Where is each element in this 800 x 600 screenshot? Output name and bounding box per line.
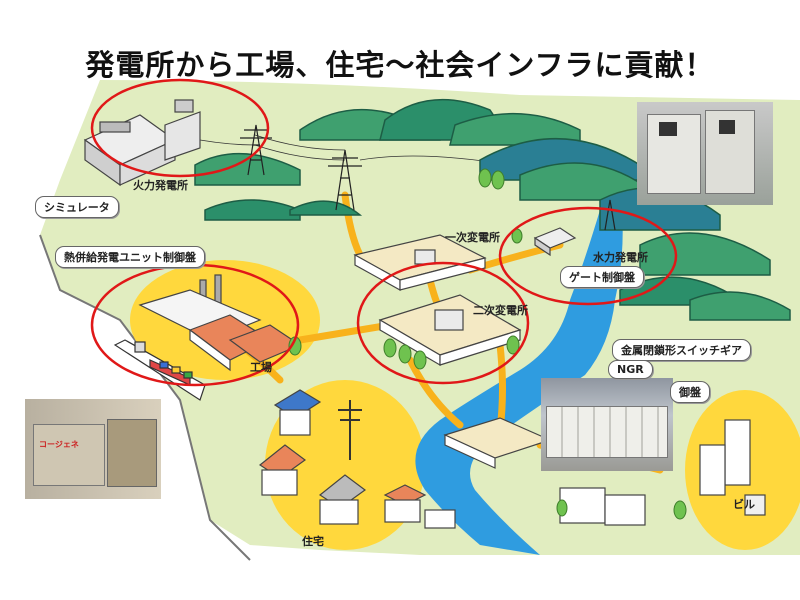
control-panel	[107, 419, 157, 487]
trees	[288, 168, 687, 520]
box-ngr: NGR	[608, 360, 653, 379]
switchgear-photo	[541, 378, 673, 471]
page-title: 発電所から工場、住宅〜社会インフラに貢献！	[85, 48, 715, 82]
buildings-illustration	[559, 419, 766, 526]
meter-icon-2	[719, 120, 735, 134]
label-factory: 工場	[250, 361, 272, 374]
label-thermal-plant: 火力発電所	[133, 179, 188, 192]
factory-illustration	[138, 274, 302, 372]
switchgear-cabinets	[546, 406, 668, 458]
houses-illustration	[258, 389, 456, 529]
label-building: ビル	[733, 498, 755, 511]
box-switchgear: 金属閉鎖形スイッチギア	[612, 339, 751, 361]
switchboard-photo	[637, 102, 773, 205]
river	[415, 210, 623, 555]
mountains	[194, 98, 791, 321]
cogen-unit-photo: コージェネ	[25, 399, 161, 499]
thermal-plant-illustration	[83, 99, 201, 187]
utility-pole	[338, 400, 362, 460]
pylons	[240, 124, 616, 231]
hydro-highlight-circle	[498, 206, 678, 306]
unit-logo-text: コージェネ	[39, 440, 79, 449]
box-cogen-panel: 熱併給発電ユニット制御盤	[55, 246, 205, 268]
label-hydro-plant: 水力発電所	[593, 251, 648, 264]
meter-icon	[659, 122, 677, 136]
substation-highlight-circle	[356, 261, 530, 385]
label-house: 住宅	[302, 535, 324, 548]
primary-substation-illustration	[353, 234, 487, 292]
box-panel-partial: 御盤	[670, 381, 710, 403]
label-primary-substation: 一次変電所	[445, 231, 500, 244]
label-secondary-substation: 二次変電所	[473, 304, 528, 317]
thermal-highlight-circle	[90, 78, 270, 178]
unit-body	[33, 424, 105, 486]
secondary-substation-illustration	[378, 294, 522, 367]
hydro-plant-illustration	[533, 227, 577, 257]
box-simulator: シミュレータ	[35, 196, 119, 218]
box-gate-panel: ゲート制御盤	[560, 266, 644, 288]
